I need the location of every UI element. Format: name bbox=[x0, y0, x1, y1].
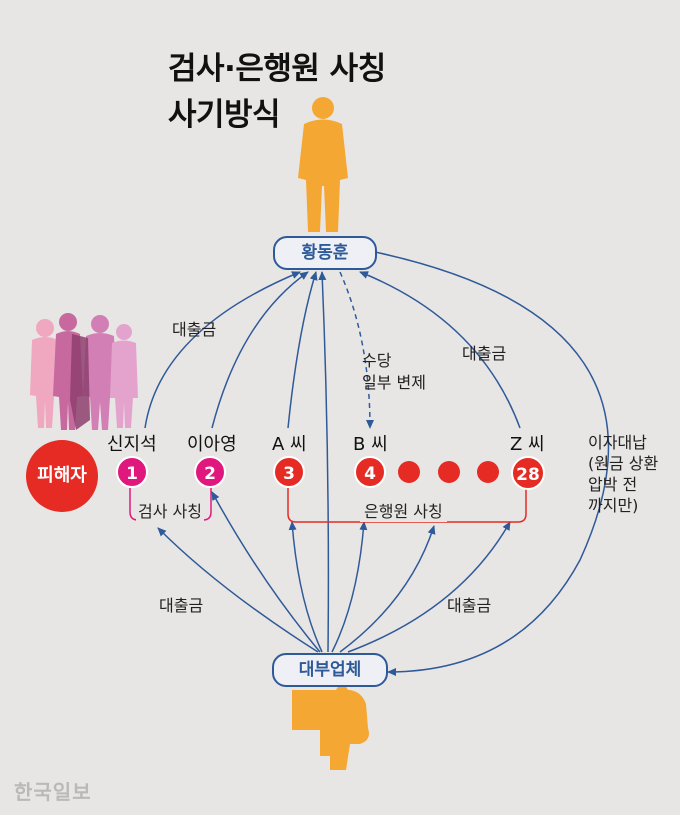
group-label-prosecutor: 검사 사칭 bbox=[136, 498, 204, 522]
arrows-to-hwang bbox=[144, 271, 521, 653]
title-line2: 사기방식 bbox=[168, 97, 281, 133]
person-number-2: 2 bbox=[194, 456, 226, 488]
ellipsis-dot bbox=[477, 461, 499, 483]
person-name-4: B 씨 bbox=[353, 434, 388, 455]
label-commission-line2: 일부 변제 bbox=[362, 373, 426, 392]
victim-badge: 피해자 bbox=[26, 440, 98, 512]
person-number-1: 1 bbox=[116, 456, 148, 488]
title-line1: 검사·은행원 사칭 bbox=[168, 51, 386, 87]
node-hwang: 황동훈 bbox=[273, 236, 377, 270]
arrow-lender-to-3 bbox=[288, 521, 323, 653]
arrow-z-to-hwang bbox=[359, 271, 521, 429]
ellipsis-dot bbox=[438, 461, 460, 483]
person-name-z: Z 씨 bbox=[510, 434, 545, 455]
watermark: 한국일보 bbox=[14, 780, 92, 804]
arrow-lender-to-1 bbox=[157, 527, 319, 653]
arrow-lender-to-z bbox=[347, 521, 511, 653]
arrow-interest bbox=[374, 251, 610, 676]
arrow-lender-to-2 bbox=[211, 491, 321, 653]
label-interest-line2: (원금 상환 bbox=[588, 454, 659, 473]
ellipsis-dot bbox=[398, 461, 420, 483]
victim-silhouettes bbox=[30, 313, 138, 430]
node-lender: 대부업체 bbox=[272, 653, 388, 687]
group-label-banker: 은행원 사칭 bbox=[360, 498, 447, 522]
lender-silhouette bbox=[292, 680, 369, 770]
label-loan-top-right: 대출금 bbox=[462, 344, 507, 363]
arrow-lender-to-4 bbox=[331, 521, 368, 653]
label-interest-line4: 까지만) bbox=[588, 496, 639, 515]
label-loan-bottom-left: 대출금 bbox=[159, 596, 204, 615]
person-number-z: 28 bbox=[511, 456, 545, 490]
label-commission-line1: 수당 bbox=[362, 351, 392, 370]
arrow-lender-to-hwang bbox=[318, 271, 330, 653]
label-interest-line1: 이자대납 bbox=[588, 433, 647, 452]
label-commission: 수당 일부 변제 bbox=[362, 350, 426, 394]
bracket-banker bbox=[287, 488, 527, 523]
diagram-title: 검사·은행원 사칭 사기방식 bbox=[168, 46, 386, 138]
person-name-2: 이아영 bbox=[187, 434, 237, 455]
label-interest-line3: 압박 전 bbox=[588, 475, 638, 494]
arrow-commission bbox=[339, 271, 374, 429]
person-name-3: A 씨 bbox=[272, 434, 307, 455]
person-name-1: 신지석 bbox=[107, 434, 157, 455]
arrow-1-to-hwang bbox=[144, 271, 301, 429]
arrows-from-lender bbox=[157, 491, 511, 653]
label-loan-bottom-right: 대출금 bbox=[447, 596, 492, 615]
label-interest: 이자대납 (원금 상환 압박 전 까지만) bbox=[588, 432, 658, 516]
person-number-4: 4 bbox=[354, 456, 386, 488]
person-number-3: 3 bbox=[273, 456, 305, 488]
label-loan-top-left: 대출금 bbox=[172, 320, 217, 339]
arrow-2-to-hwang bbox=[211, 271, 309, 429]
arrow-lender-to-5 bbox=[339, 525, 436, 653]
arrow-3-to-hwang bbox=[287, 271, 318, 429]
hwang-silhouette bbox=[298, 97, 348, 232]
